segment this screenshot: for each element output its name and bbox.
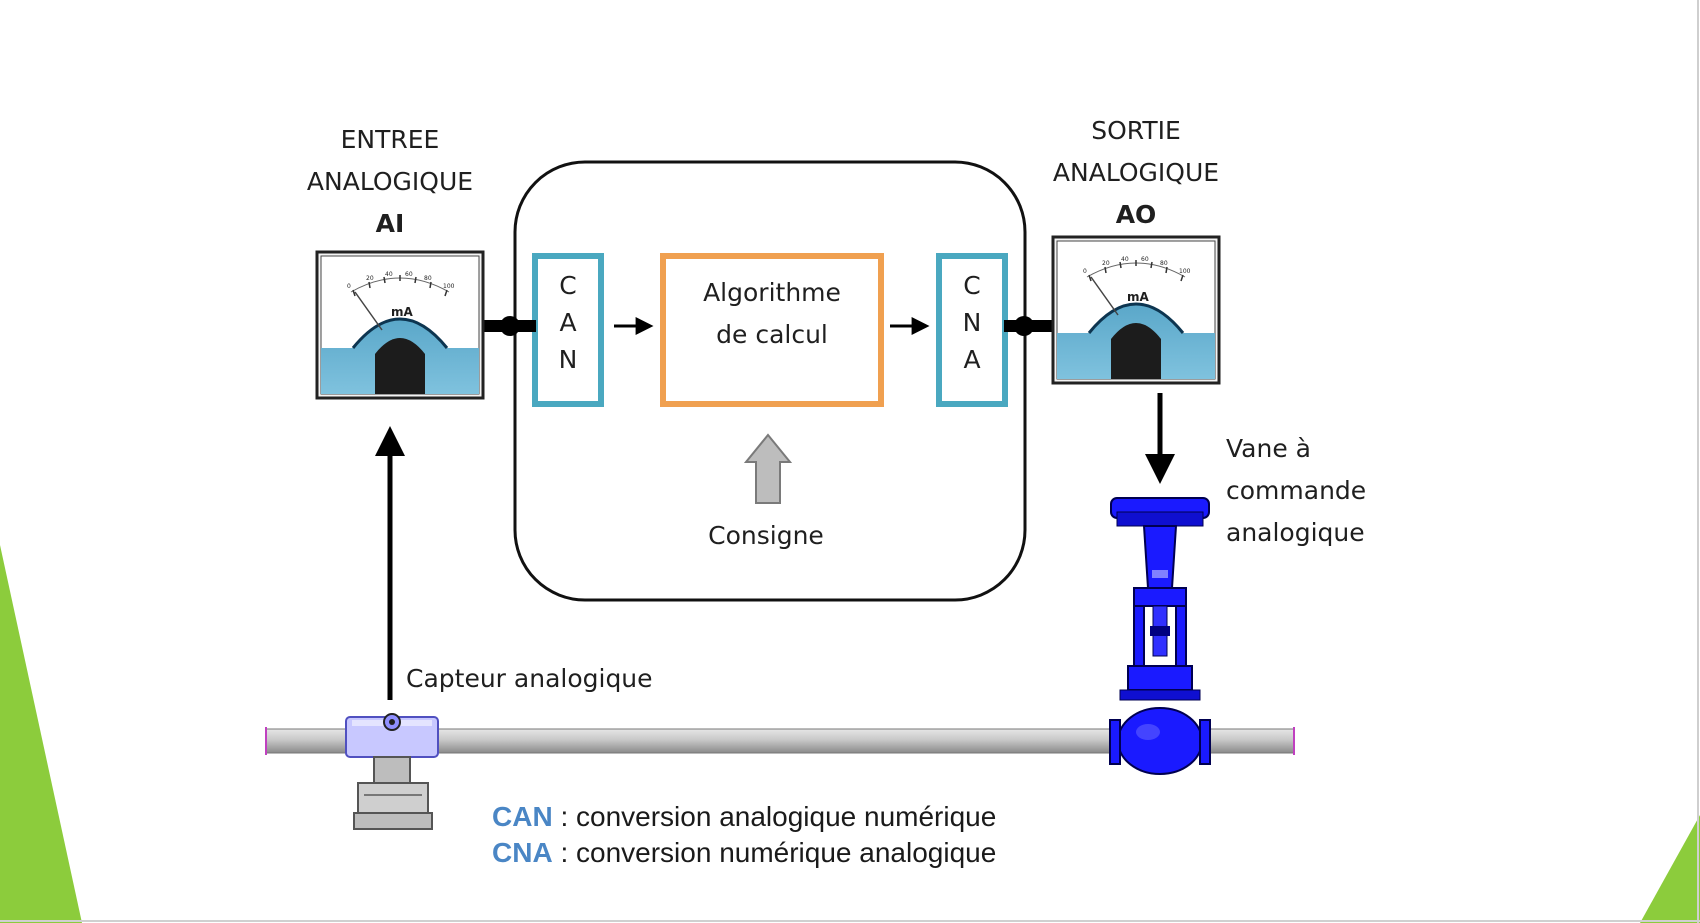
sensor-label: Capteur analogique xyxy=(406,664,653,693)
output-meter-scale-40: 40 xyxy=(1121,256,1129,263)
setpoint-label: Consigne xyxy=(708,521,824,550)
input-meter-scale-40: 40 xyxy=(385,271,393,278)
output-title-line2: ANALOGIQUE xyxy=(1052,158,1220,187)
output-title-line1: SORTIE xyxy=(1091,116,1181,145)
input-code: AI xyxy=(375,209,405,238)
output-meter-unit: mA xyxy=(1127,290,1149,304)
cna-letter-3: A xyxy=(963,345,981,374)
can-letter-2: A xyxy=(559,308,577,337)
output-meter-scale-0: 0 xyxy=(1083,268,1087,275)
algorithm-label: Algorithme de calcul xyxy=(666,272,878,356)
legend-cna-abbr: CNA xyxy=(492,837,553,868)
input-title-line1: ENTREE xyxy=(340,125,440,154)
cna-letter-2: N xyxy=(962,308,982,337)
output-meter xyxy=(1051,235,1221,385)
valve-label-line2: commande xyxy=(1226,476,1367,505)
output-meter-scale-60: 60 xyxy=(1141,256,1149,263)
legend-can-text: : conversion analogique numérique xyxy=(552,801,997,832)
algorithm-line2: de calcul xyxy=(716,320,828,349)
algorithm-box xyxy=(660,253,884,407)
input-meter-scale-80: 80 xyxy=(424,275,432,282)
output-connector xyxy=(1004,316,1056,336)
algorithm-line1: Algorithme xyxy=(703,278,841,307)
input-connector xyxy=(484,316,536,336)
control-valve xyxy=(1109,497,1211,775)
input-meter-scale-20: 20 xyxy=(366,275,374,282)
analog-sensor xyxy=(345,713,439,830)
legend-can-abbr: CAN xyxy=(492,801,553,832)
can-letter-3: N xyxy=(558,345,578,374)
legend-can: CAN : conversion analogique numérique xyxy=(492,801,996,833)
output-code: AO xyxy=(1115,200,1157,229)
input-title-line2: ANALOGIQUE xyxy=(306,167,474,196)
input-meter-unit: mA xyxy=(391,305,413,319)
valve-label-line3: analogique xyxy=(1226,518,1365,547)
setpoint-arrow xyxy=(743,433,793,504)
input-meter-scale-0: 0 xyxy=(347,283,351,290)
output-meter-scale-20: 20 xyxy=(1102,260,1110,267)
legend-cna-text: : conversion numérique analogique xyxy=(552,837,997,868)
controller-container xyxy=(513,160,1027,602)
input-meter-scale-100: 100 xyxy=(443,283,455,290)
green-accent-right xyxy=(1640,815,1700,923)
input-meter-scale-60: 60 xyxy=(405,271,413,278)
input-title: ENTREE ANALOGIQUE AI xyxy=(290,119,490,245)
valve-label: Vane à commande analogique xyxy=(1226,428,1366,554)
can-letter-1: C xyxy=(559,271,577,300)
input-meter xyxy=(315,250,485,400)
green-accent-left xyxy=(0,545,82,923)
output-meter-scale-100: 100 xyxy=(1179,268,1191,275)
valve-label-line1: Vane à xyxy=(1226,434,1311,463)
output-title: SORTIE ANALOGIQUE AO xyxy=(1036,110,1236,236)
legend-cna: CNA : conversion numérique analogique xyxy=(492,837,996,869)
cna-letter-1: C xyxy=(963,271,981,300)
output-meter-scale-80: 80 xyxy=(1160,260,1168,267)
